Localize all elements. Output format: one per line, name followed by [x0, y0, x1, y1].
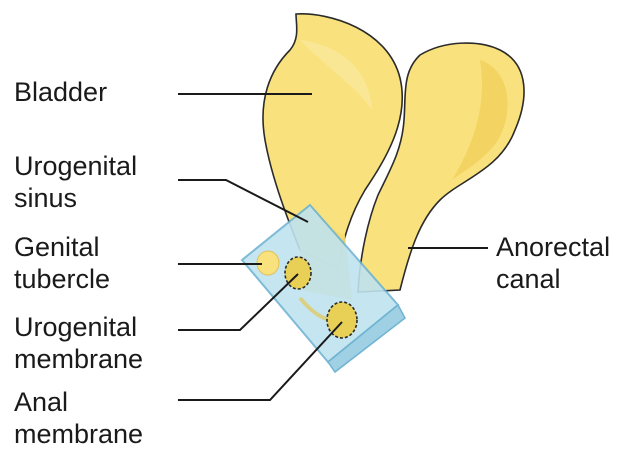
label-genital-tubercle: Genital tubercle	[14, 231, 110, 295]
label-anorectal-canal: Anorectal canal	[496, 231, 610, 295]
label-urogenital-membrane-line2: membrane	[14, 343, 143, 375]
label-urogenital-sinus-line1: Urogenital	[14, 150, 137, 182]
label-urogenital-membrane: Urogenital membrane	[14, 311, 143, 375]
label-anorectal-canal-line2: canal	[496, 263, 610, 295]
label-anal-membrane: Anal membrane	[14, 386, 143, 450]
label-urogenital-sinus-line2: sinus	[14, 182, 137, 214]
label-bladder: Bladder	[14, 76, 107, 108]
label-anal-membrane-line2: membrane	[14, 418, 143, 450]
label-anal-membrane-line1: Anal	[14, 386, 143, 418]
urogenital-membrane-shape	[285, 257, 311, 289]
label-genital-tubercle-line2: tubercle	[14, 263, 110, 295]
label-urogenital-membrane-line1: Urogenital	[14, 311, 143, 343]
label-anorectal-canal-line1: Anorectal	[496, 231, 610, 263]
label-urogenital-sinus: Urogenital sinus	[14, 150, 137, 214]
label-genital-tubercle-line1: Genital	[14, 231, 110, 263]
label-bladder-text: Bladder	[14, 77, 107, 107]
